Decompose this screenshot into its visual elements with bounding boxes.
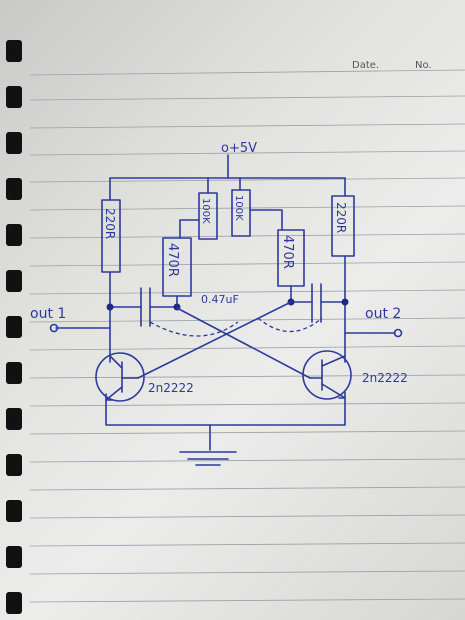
resistor-r4: 220R [331,195,355,363]
output-right: out 2 [344,306,403,338]
r4-label: 220R [334,202,348,233]
r5-label: 470R [165,243,180,277]
number-label: No. [415,60,432,71]
ground [105,397,346,466]
spiral-binding [6,40,22,614]
node-left-collector [106,303,114,311]
resistor-r6: 470R [277,229,305,301]
transistor-right: 2n2222 [302,350,408,400]
output-left: out 1 [30,306,111,333]
discharge-arc-right [257,317,323,332]
capacitor-label: 0.47uF [201,293,239,306]
discharge-arc-left [149,321,239,337]
output-left-terminal [49,323,59,333]
transistor-right-label: 2n2222 [362,371,408,385]
page-header: Date. No. [0,0,465,80]
transistor-left: 2n2222 [95,352,194,402]
supply-rail: o+5V [109,141,346,201]
r6-label: 470R [280,235,295,269]
r1-label: 220R [103,208,117,239]
output-right-terminal [393,328,403,338]
r3-label: 100K [233,195,244,221]
cross-coupling [137,301,311,379]
date-label: Date. [352,60,380,71]
resistor-r1: 220R [101,199,121,363]
resistor-r5: 470R [162,237,192,309]
capacitor-left [106,287,181,327]
node-right-collector [341,298,349,306]
r2-label: 100K [200,198,211,224]
output-right-label: out 2 [365,306,401,322]
resistor-r2: 100K [179,192,218,240]
resistor-r3: 100K [231,189,283,237]
output-left-label: out 1 [30,306,66,322]
supply-label: o+5V [221,141,257,156]
transistor-left-label: 2n2222 [148,381,194,395]
capacitor-right [287,283,349,323]
